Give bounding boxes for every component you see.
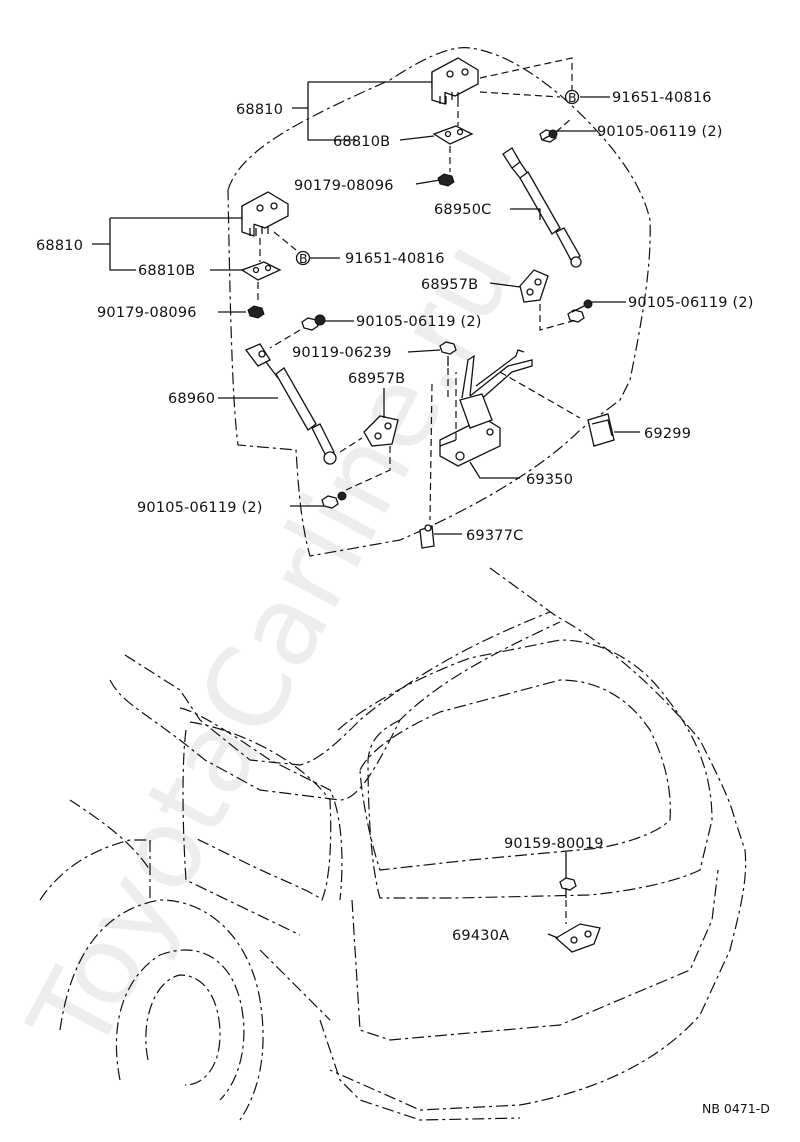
hinge-plate-left [240, 261, 282, 281]
hinge-plate-top [432, 125, 474, 145]
label-91651-left: 91651-40816 [345, 251, 445, 267]
label-69350: 69350 [526, 472, 573, 488]
b-marker-top [564, 89, 580, 105]
label-90119: 90119-06239 [292, 345, 392, 361]
label-90105-top-right: 90105-06119 (2) [597, 124, 723, 140]
stay-right [502, 147, 582, 268]
label-69430a: 69430A [452, 928, 509, 944]
b-marker-left [295, 250, 311, 266]
label-90179-top: 90179-08096 [294, 178, 394, 194]
watermark: ToyotaCarline.ru [4, 220, 538, 1073]
striker-69430a [554, 923, 601, 953]
label-90159: 90159-80019 [504, 836, 604, 852]
label-69377c: 69377C [466, 528, 523, 544]
part-labels: 68810 68810B 91651-40816 90105-06119 (2)… [36, 90, 770, 1116]
clip-69377c [419, 524, 435, 549]
hinge-left [241, 191, 289, 237]
label-90105-mid: 90105-06119 (2) [356, 314, 482, 330]
label-68810-left: 68810 [36, 238, 83, 254]
nut-top [437, 173, 455, 187]
label-90179-left: 90179-08096 [97, 305, 197, 321]
label-68957b-left: 68957B [348, 371, 405, 387]
bolt-left-stay [301, 314, 326, 331]
nut-left [247, 305, 265, 319]
bolt-top-right [539, 129, 558, 143]
lock-assembly [439, 349, 533, 467]
label-69299: 69299 [644, 426, 691, 442]
bolt-90159 [559, 877, 577, 898]
bracket-68957b-left [363, 415, 399, 447]
b-marker-top-letter: B [568, 90, 577, 105]
bolt-right-mid [567, 299, 593, 323]
car-outline [39, 567, 747, 1121]
label-68810-top: 68810 [236, 102, 283, 118]
label-68810b-top: 68810B [333, 134, 390, 150]
footer-code: NB 0471-D [702, 1101, 770, 1116]
bolt-bottom-left [321, 491, 347, 509]
label-90105-bottom: 90105-06119 (2) [137, 500, 263, 516]
bolt-90119 [439, 341, 457, 366]
label-68810b-left: 68810B [138, 263, 195, 279]
leader-lines [92, 81, 640, 939]
label-90105-right: 90105-06119 (2) [628, 295, 754, 311]
cover-69299 [587, 413, 615, 447]
hinge-top [431, 57, 479, 105]
label-68950c: 68950C [434, 202, 491, 218]
b-marker-left-letter: B [299, 251, 308, 266]
label-68960: 68960 [168, 391, 215, 407]
stay-left [244, 343, 337, 465]
label-68957b-right: 68957B [421, 277, 478, 293]
bracket-68957b-right [519, 269, 549, 303]
label-91651-top: 91651-40816 [612, 90, 712, 106]
